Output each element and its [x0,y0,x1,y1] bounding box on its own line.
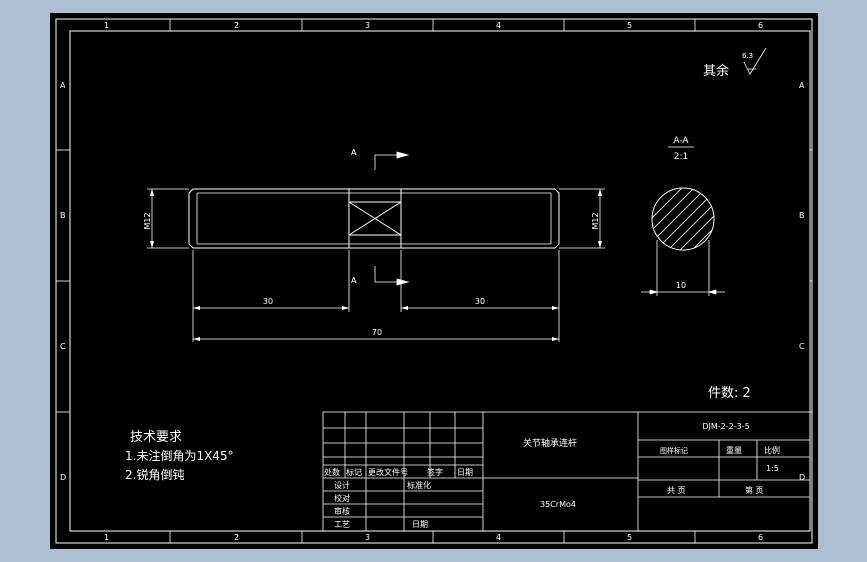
tb-sheets-total: 共 页 [667,486,686,495]
zone-number-bottom: 5 [627,533,632,542]
section-view-dimension [641,240,725,296]
dimension-arrows [150,189,602,341]
tech-req-title: 技术要求 [130,430,182,445]
tb-row-label: 设计 [334,480,350,490]
zone-number-bottom: 1 [104,533,109,542]
tb-header-cell: 更改文件号 [368,467,408,477]
drawing-sheet [50,13,818,549]
tb-stage-label: 图样标记 [660,446,688,455]
section-label-bottom: A [351,276,357,285]
zone-number-top: 5 [627,21,632,30]
tb-part-name: 关节轴承连杆 [523,437,577,449]
title-block [322,411,811,532]
section-view-title: A-A [673,136,689,146]
section-view-dim: 10 [676,281,686,290]
zone-letter-left: A [60,81,66,90]
zone-number-bottom: 4 [496,533,501,542]
zone-number-top: 6 [758,21,763,30]
roughness-value: 6.3 [742,52,753,60]
dim-right-length: 30 [475,297,485,306]
tb-material: 35CrMo4 [540,500,576,509]
thread-dim-right: M12 [591,212,600,229]
tb-sheet-no: 第 页 [745,485,764,495]
zone-number-bottom: 3 [365,533,370,542]
dim-left-length: 30 [263,297,273,306]
tb-row-label: 工艺 [334,520,350,529]
section-label-top: A [351,148,357,157]
zone-letter-right: D [799,473,805,482]
zone-letter-right: B [799,211,805,220]
zone-letter-left: D [60,473,66,482]
thread-dim-left: M12 [143,212,152,229]
dim-total-length: 70 [372,328,382,337]
dimension-lines [147,188,605,342]
zone-number-bottom: 2 [234,533,239,542]
zone-number-top: 3 [365,21,370,30]
tb-scale-value: 1:5 [766,464,779,473]
section-view-scale: 2:1 [674,152,688,162]
tb-row-label: 审核 [334,506,350,516]
tb-row-label: 校对 [334,493,350,503]
zone-number-top: 2 [234,21,239,30]
shaft-view [188,188,560,249]
zone-letter-left: B [60,211,66,220]
zone-number-top: 4 [496,21,501,30]
section-arrow-top [374,151,410,170]
part-count: 件数: 2 [708,386,751,401]
section-arrow-bottom [374,266,410,286]
tb-header-cell: 日期 [457,468,473,477]
zone-number-top: 1 [104,21,109,30]
zone-dividers [56,19,812,543]
roughness-symbol [743,47,767,75]
tb-std-label: 标准化 [407,480,431,490]
zone-letter-right: A [799,81,805,90]
zone-letter-left: C [60,342,66,351]
tb-header-cell: 处数 [324,467,340,477]
tech-req-item: 1.未注倒角为1X45° [125,448,234,463]
tb-drawing-no: DJM-2-2-3-5 [702,422,749,431]
tb-header-cell: 签字 [427,467,443,477]
zone-number-bottom: 6 [758,533,763,542]
tb-date-label: 日期 [412,520,428,529]
roughness-label: 其余 [703,63,729,79]
tech-req-item: 2.锐角倒钝 [125,468,184,482]
tb-weight-label: 重量 [726,445,742,455]
zone-letter-right: C [799,342,805,351]
tb-scale-label: 比例 [764,445,780,455]
tb-header-cell: 标记 [346,467,362,477]
